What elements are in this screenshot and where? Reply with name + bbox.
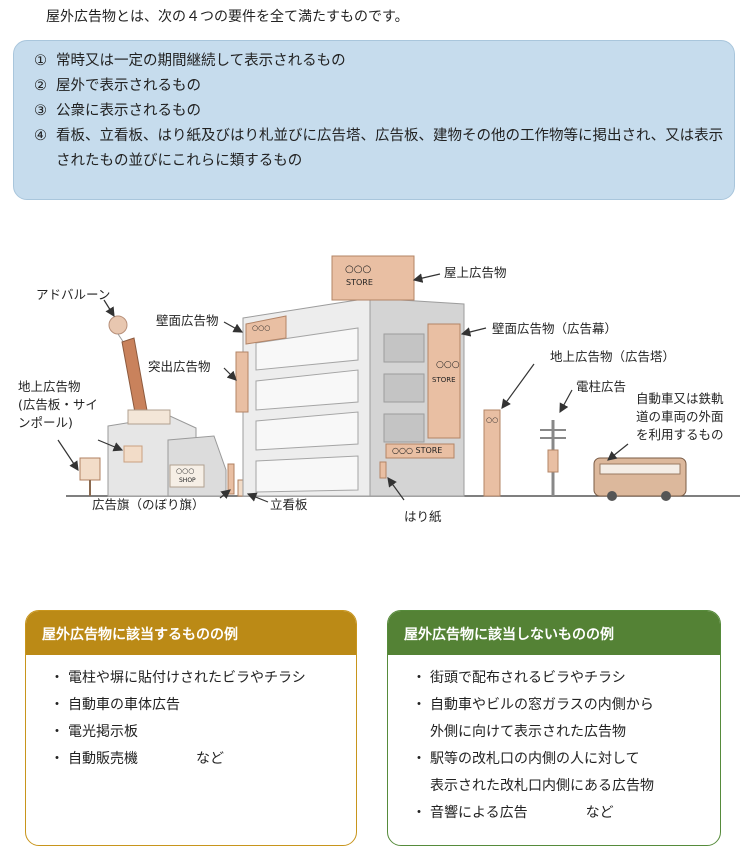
sign-tower bbox=[483, 409, 501, 497]
ground-signboard bbox=[79, 457, 101, 496]
examples-not-applicable-list: 街頭で配布されるビラやチラシ 自動車やビルの窓ガラスの内側から外側に向けて表示さ… bbox=[388, 655, 720, 827]
street-illustration: ○○○ STORE ○○○ ○○○ STORE ○○○ STORE ○○○ SH… bbox=[0, 240, 753, 530]
ad-balloon bbox=[108, 315, 149, 419]
small-shop bbox=[107, 409, 227, 497]
etc-text: など bbox=[196, 751, 224, 767]
curtain-sign-store: STORE bbox=[432, 376, 456, 384]
curtain-sign-ooo: ○○○ bbox=[436, 360, 460, 370]
requirement-text: 看板、立看板、はり紙及びはり札並びに広告塔、広告板、建物その他の工作物等に掲出さ… bbox=[56, 128, 724, 169]
requirement-3: ③ 公衆に表示されるもの bbox=[34, 99, 724, 124]
main-building bbox=[235, 255, 465, 497]
label-vehicle-3: を利用するもの bbox=[636, 427, 724, 442]
label-banner: 広告旗（のぼり旗） bbox=[92, 497, 205, 512]
list-item-line: 駅等の改札口の内側の人に対して bbox=[430, 751, 640, 767]
examples-applicable-list: 電柱や塀に貼付けされたビラやチラシ 自動車の車体広告 電光掲示板 自動販売機 など bbox=[26, 655, 356, 773]
label-vehicle-1: 自動車又は鉄軌 bbox=[636, 391, 724, 406]
bus bbox=[593, 457, 687, 501]
etc-text: など bbox=[585, 805, 614, 821]
street-scene-svg bbox=[57, 255, 740, 503]
examples-applicable-title: 屋外広告物に該当するものの例 bbox=[26, 611, 356, 655]
examples-not-applicable-title: 屋外広告物に該当しないものの例 bbox=[388, 611, 720, 655]
utility-pole bbox=[540, 420, 566, 496]
list-item-text: 音響による広告 bbox=[430, 805, 528, 821]
requirement-number: ③ bbox=[34, 103, 47, 119]
list-item-line: 自動車やビルの窓ガラスの内側から bbox=[430, 697, 654, 713]
requirement-text: 常時又は一定の期間継続して表示されるもの bbox=[56, 53, 346, 69]
storefront-sign: ○○○ STORE bbox=[392, 446, 443, 455]
wall-sign-ooo: ○○○ bbox=[252, 324, 271, 332]
requirement-1: ① 常時又は一定の期間継続して表示されるもの bbox=[34, 49, 724, 74]
callout-arrows bbox=[57, 273, 629, 503]
shop-sign-text: SHOP bbox=[179, 477, 196, 484]
label-pole: 電柱広告 bbox=[576, 379, 627, 394]
list-item: 電柱や塀に貼付けされたビラやチラシ bbox=[50, 665, 356, 692]
label-vehicle-2: 道の車両の外面 bbox=[636, 409, 724, 424]
list-item: 音響による広告 など bbox=[412, 800, 720, 827]
examples-applicable-card: 屋外広告物に該当するものの例 電柱や塀に貼付けされたビラやチラシ 自動車の車体広… bbox=[25, 610, 357, 846]
shop-sign-ooo: ○○○ bbox=[176, 467, 195, 475]
requirement-2: ② 屋外で表示されるもの bbox=[34, 74, 724, 99]
requirement-text: 公衆に表示されるもの bbox=[56, 103, 201, 119]
list-item: 電光掲示板 bbox=[50, 719, 356, 746]
label-wall-curtain: 壁面広告物（広告幕） bbox=[492, 321, 618, 336]
label-rooftop: 屋上広告物 bbox=[444, 265, 507, 280]
requirement-number: ① bbox=[34, 53, 47, 69]
rooftop-sign-store: STORE bbox=[346, 278, 373, 287]
requirement-number: ④ bbox=[34, 128, 47, 144]
label-balloon: アドバルーン bbox=[36, 287, 111, 302]
label-ground-tower: 地上広告物（広告塔） bbox=[550, 349, 676, 364]
label-projecting: 突出広告物 bbox=[148, 359, 211, 374]
list-item: 自動販売機 など bbox=[50, 746, 356, 773]
label-standing-sign: 立看板 bbox=[270, 497, 308, 512]
requirement-text: 屋外で表示されるもの bbox=[56, 78, 201, 94]
label-ground-sign-1: 地上広告物 bbox=[18, 379, 81, 394]
examples-not-applicable-card: 屋外広告物に該当しないものの例 街頭で配布されるビラやチラシ 自動車やビルの窓ガ… bbox=[387, 610, 721, 846]
label-ground-sign-2: (広告板・サイ bbox=[18, 397, 98, 412]
label-ground-sign-3: ンポール) bbox=[18, 415, 73, 430]
label-wall: 壁面広告物 bbox=[156, 313, 219, 328]
list-item: 街頭で配布されるビラやチラシ bbox=[412, 665, 720, 692]
intro-text: 屋外広告物とは、次の４つの要件を全て満たすものです。 bbox=[46, 9, 409, 25]
list-item-text: 自動販売機 bbox=[68, 751, 138, 767]
rooftop-sign-ooo: ○○○ bbox=[345, 264, 372, 275]
requirements-box: ① 常時又は一定の期間継続して表示されるもの ② 屋外で表示されるもの ③ 公衆… bbox=[13, 40, 735, 200]
banner-flag bbox=[227, 463, 235, 495]
label-poster: はり紙 bbox=[404, 509, 442, 524]
list-item-line: 表示された改札口内側にある広告物 bbox=[430, 778, 654, 794]
tower-sign-oo: ○○ bbox=[486, 416, 499, 424]
list-item: 自動車の車体広告 bbox=[50, 692, 356, 719]
list-item-line: 外側に向けて表示された広告物 bbox=[430, 724, 626, 740]
requirement-number: ② bbox=[34, 78, 47, 94]
requirement-4: ④ 看板、立看板、はり紙及びはり札並びに広告塔、広告板、建物その他の工作物等に掲… bbox=[34, 124, 724, 174]
